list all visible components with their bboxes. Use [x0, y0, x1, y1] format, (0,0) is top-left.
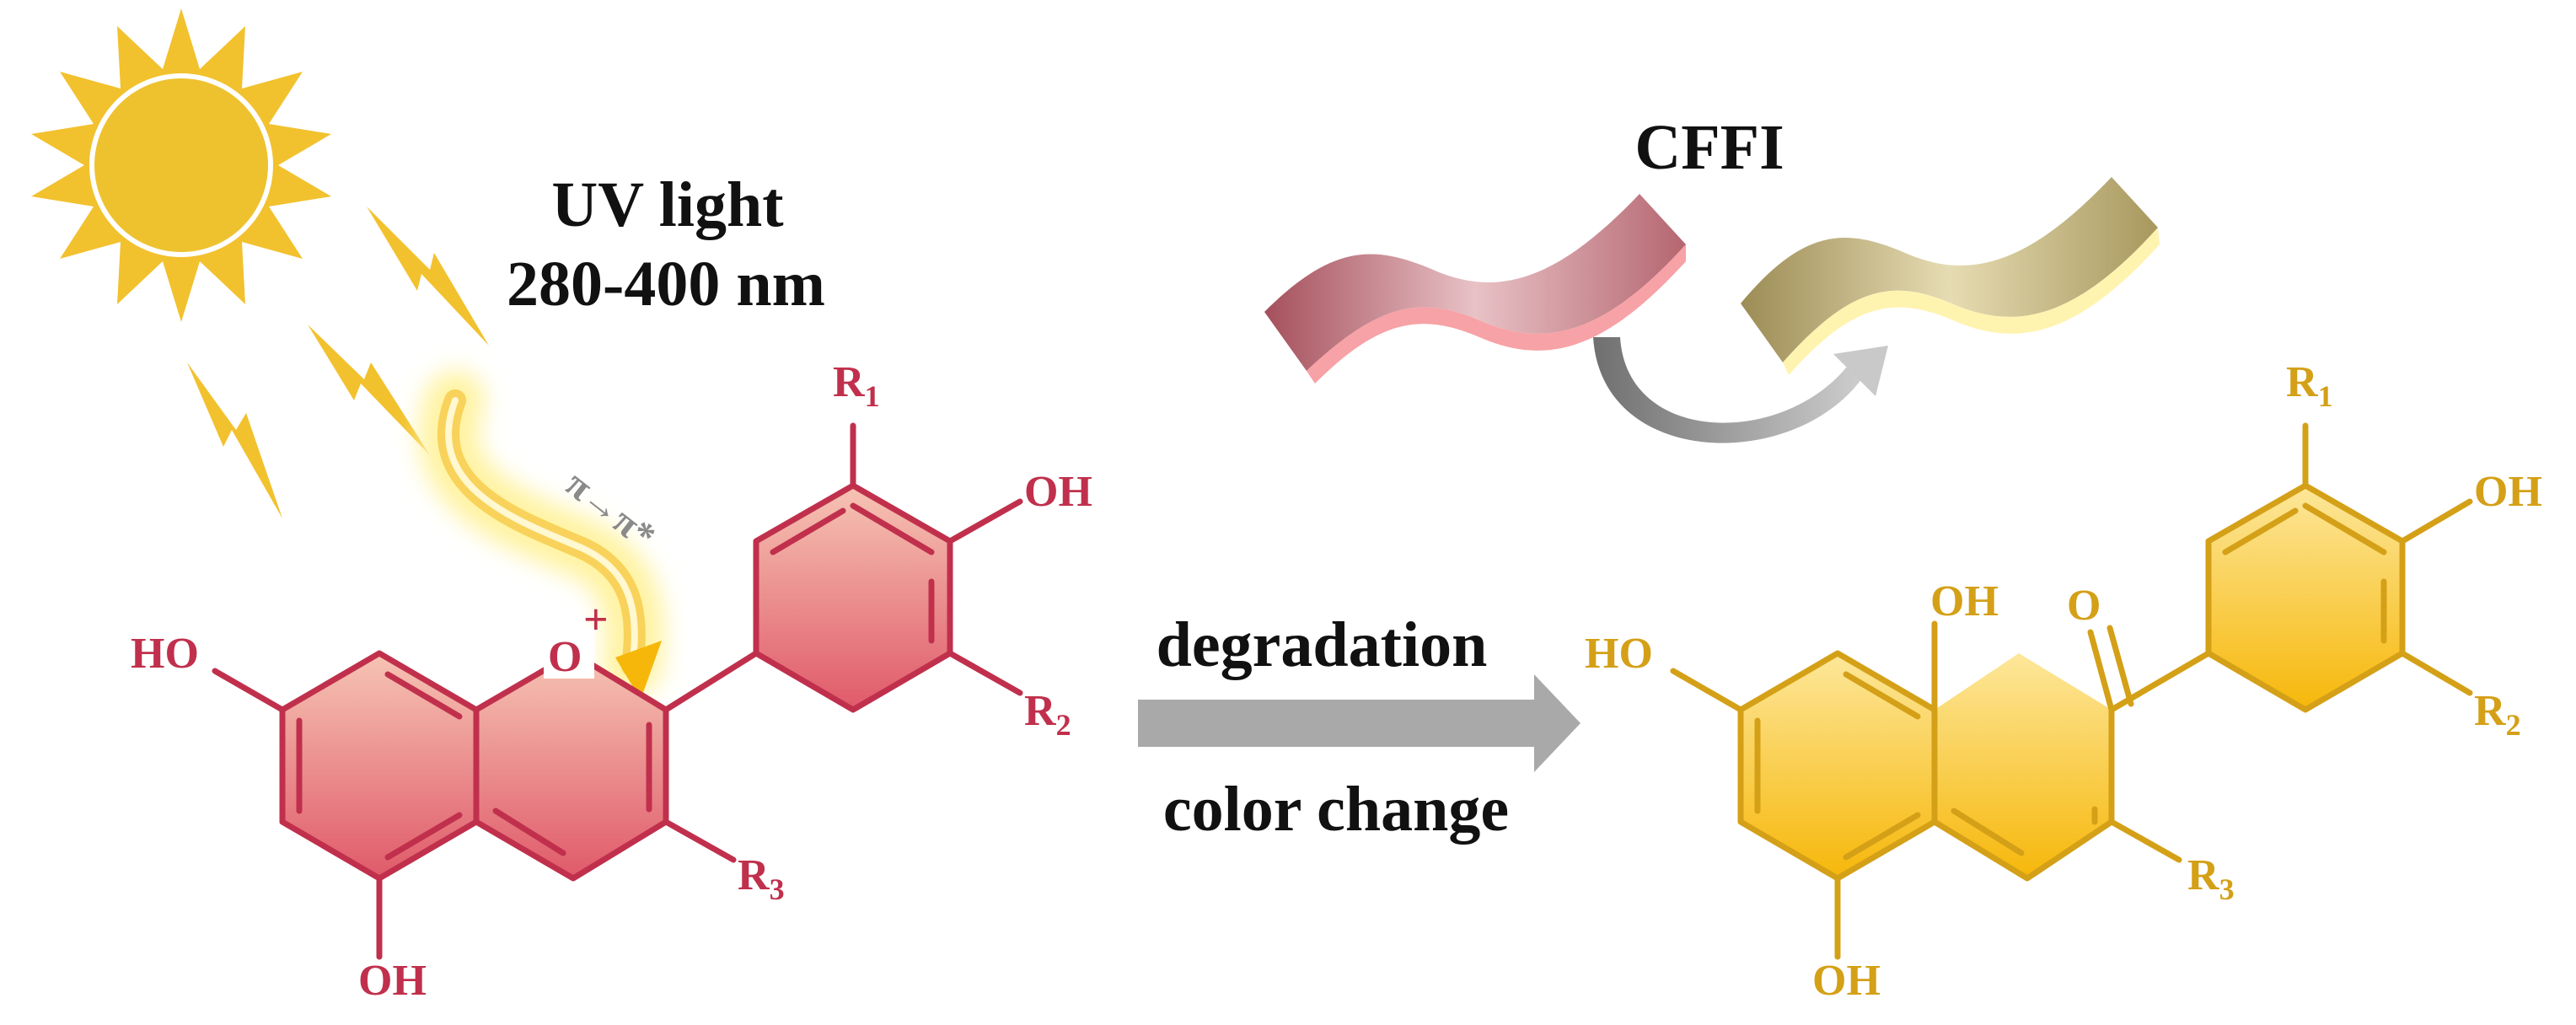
left-ho-label: HO	[131, 630, 199, 678]
uv-wavelength-label: 280-400 nm	[507, 249, 825, 319]
yellow-film-icon	[1741, 177, 2160, 375]
excitation-arrow	[419, 371, 664, 700]
right-r3-label: R3	[2187, 851, 2235, 906]
uv-bolt-icons	[187, 207, 489, 518]
degradation-arrow-icon	[1138, 674, 1580, 772]
left-r3-label: R3	[738, 851, 785, 906]
uv-light-label: UV light	[551, 169, 783, 240]
ring-oxygen-label: O	[548, 633, 582, 681]
lightning-bolt-icon	[367, 207, 489, 346]
right-oh-bridge-label: OH	[1930, 577, 1999, 625]
oxonium-charge-label: +	[583, 596, 609, 644]
left-oh-bottom-label: OH	[358, 957, 427, 1005]
left-r2-label: R2	[1024, 687, 1071, 742]
arrow-label-degradation: degradation	[1157, 609, 1488, 680]
right-ketone-o-label: O	[2067, 582, 2101, 630]
right-oh-top-label: OH	[2474, 468, 2542, 516]
lightning-bolt-icon	[308, 325, 430, 455]
cffi-label: CFFI	[1634, 112, 1784, 183]
sun-icon	[31, 8, 331, 322]
left-r1-label: R1	[833, 358, 880, 413]
right-oh-bottom-label: OH	[1812, 957, 1881, 1005]
right-r2-label: R2	[2474, 687, 2521, 742]
curved-arrow-icon	[1593, 337, 1888, 443]
pink-film-icon	[1264, 194, 1686, 384]
degradation-product-molecule	[1670, 422, 2473, 960]
right-r1-label: R1	[2286, 358, 2333, 413]
anthocyanin-molecule	[212, 422, 1023, 960]
left-oh-top-label: OH	[1024, 468, 1092, 516]
right-ho-label: HO	[1585, 630, 1653, 678]
arrow-label-color-change: color change	[1163, 774, 1509, 845]
lightning-bolt-icon	[187, 362, 282, 518]
